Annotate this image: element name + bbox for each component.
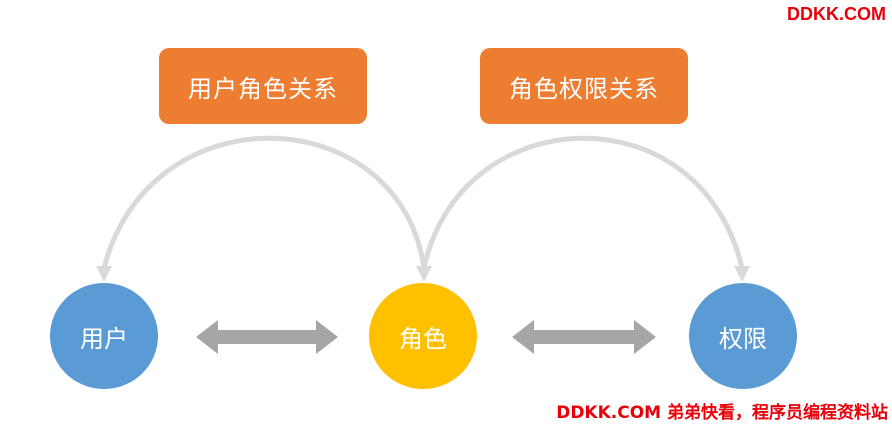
role-node: 角色 [369,283,477,389]
user-role-relationship-label: 用户角色关系 [159,48,367,124]
role-permission-arc-arrowhead [734,266,750,282]
watermark-top: DDKK.COM [787,4,886,24]
user-role-double-arrow [196,320,338,354]
role-permission-arc [421,135,745,269]
role-permission-double-arrow [512,320,656,354]
user-role-arc [101,135,427,269]
user-node: 用户 [50,283,158,389]
user-role-arc-arrowhead-right [416,266,432,282]
role-permission-relationship-label: 角色权限关系 [480,48,688,124]
user-role-arc-arrowhead-left [96,266,112,282]
permission-node: 权限 [689,283,797,389]
watermark-bottom: DDKK.COM 弟弟快看，程序员编程资料站 [556,403,888,423]
